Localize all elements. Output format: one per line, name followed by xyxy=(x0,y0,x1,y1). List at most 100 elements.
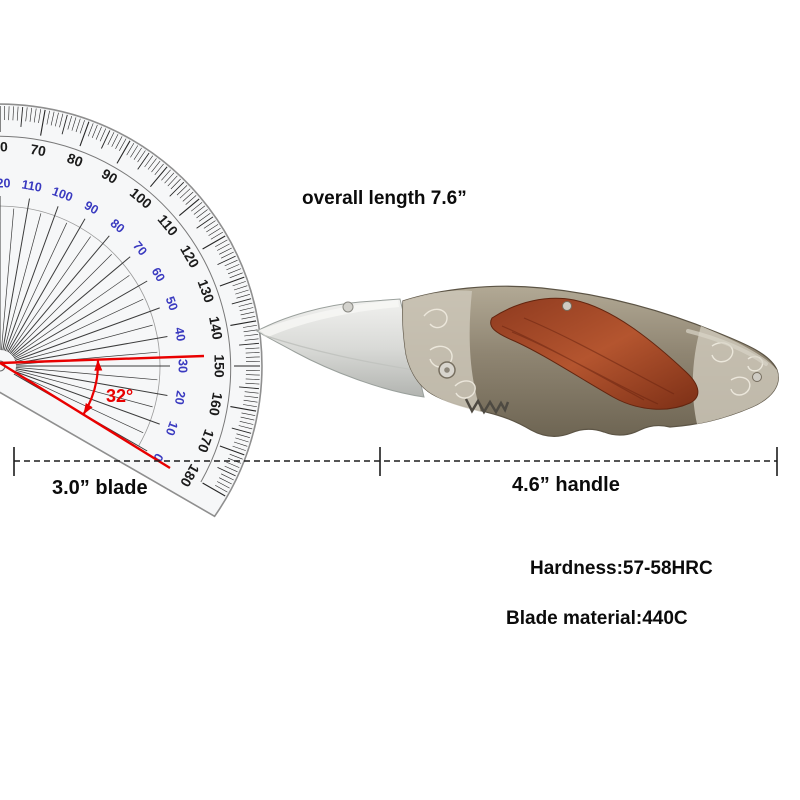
protractor-tick xyxy=(25,107,28,122)
protractor-spoke xyxy=(15,336,168,364)
protractor-tick xyxy=(176,185,188,196)
protractor-tick xyxy=(79,120,85,134)
protractor-tick xyxy=(46,110,50,125)
protractor-tick xyxy=(29,107,32,122)
protractor-outer-label: 150 xyxy=(211,354,227,378)
protractor-tick xyxy=(245,352,260,354)
protractor-tick xyxy=(91,124,98,139)
protractor-tick xyxy=(215,485,228,493)
protractor-tick xyxy=(33,108,37,123)
protractor-spoke xyxy=(15,367,158,381)
protractor-spoke xyxy=(9,235,110,355)
protractor-tick xyxy=(219,276,245,287)
protractor-tick xyxy=(219,445,245,456)
protractor-tick xyxy=(217,243,230,251)
protractor-tick xyxy=(217,255,236,266)
protractor-tick xyxy=(67,116,72,130)
blade-length-label: 3.0” blade xyxy=(52,477,148,499)
dimension-lines xyxy=(13,447,778,476)
protractor-outer-label: 60 xyxy=(0,139,8,155)
protractor-outer-label: 170 xyxy=(195,427,218,455)
protractor-tick xyxy=(235,289,249,295)
protractor-tick xyxy=(133,147,142,160)
protractor-ring xyxy=(0,135,232,483)
handle-screw-top-icon xyxy=(562,301,572,311)
protractor-tick xyxy=(79,121,90,147)
protractor-tick xyxy=(231,298,252,305)
protractor-tick xyxy=(219,247,232,255)
protractor-tick xyxy=(202,235,226,250)
protractor-tick xyxy=(111,134,119,147)
angle-value-label: 32° xyxy=(106,386,134,406)
angle-baseline xyxy=(0,354,205,365)
protractor-tick xyxy=(178,198,200,217)
angle-annotation xyxy=(0,354,205,470)
protractor-tick xyxy=(240,311,255,316)
protractor-tick xyxy=(50,111,55,126)
wood-grain xyxy=(501,317,675,405)
protractor-tick xyxy=(61,114,68,135)
protractor-tick xyxy=(75,118,81,133)
protractor-tick xyxy=(202,482,226,497)
protractor-spoke xyxy=(2,198,30,351)
protractor-tick xyxy=(226,264,240,271)
protractor: 0102030405060708090100110120130140150160… xyxy=(0,103,263,518)
protractor-spoke xyxy=(11,254,112,355)
protractor-spoke xyxy=(13,280,148,359)
flipper-jimping xyxy=(464,398,510,415)
protractor-outer-label: 130 xyxy=(195,277,218,305)
protractor-tick xyxy=(167,175,178,187)
protractor-outer-label: 70 xyxy=(29,141,47,159)
protractor-tick xyxy=(232,445,246,451)
thumb-stud-icon xyxy=(342,301,354,313)
protractor-tick xyxy=(233,285,248,291)
protractor-tick xyxy=(217,481,230,489)
protractor-tick xyxy=(149,166,168,188)
protractor-tick xyxy=(215,239,228,247)
protractor-tick xyxy=(137,152,150,170)
protractor-spoke xyxy=(12,275,130,358)
protractor-tick xyxy=(245,356,260,358)
protractor-tick xyxy=(100,130,111,149)
handle-top-highlight xyxy=(686,329,768,366)
protractor-tick xyxy=(239,386,260,390)
protractor-spoke xyxy=(15,324,153,363)
protractor-tick xyxy=(144,155,154,168)
pivot-screw-center xyxy=(444,367,450,373)
protractor-tick xyxy=(55,112,59,127)
protractor-tick xyxy=(243,399,258,403)
protractor-outer-label: 90 xyxy=(99,165,121,187)
protractor-tick xyxy=(130,145,139,158)
angle-edge-line xyxy=(0,361,171,470)
protractor-spoke xyxy=(6,222,68,352)
protractor-inner-label: 50 xyxy=(163,295,181,313)
blade-spine-highlight xyxy=(259,300,399,337)
protractor-tick xyxy=(59,113,64,128)
protractor-tick xyxy=(224,465,238,473)
protractor-tick xyxy=(244,391,259,394)
protractor-tick xyxy=(169,181,185,197)
protractor-tick xyxy=(226,461,240,468)
protractor-spoke xyxy=(14,307,160,361)
protractor-inner-label: 90 xyxy=(82,198,101,217)
protractor-outer-label: 80 xyxy=(65,150,85,170)
protractor-inner-label: 110 xyxy=(21,177,43,194)
hardness-label: Hardness:57-58HRC xyxy=(530,558,713,579)
protractor-tick xyxy=(235,437,249,443)
protractor-tick xyxy=(229,453,243,460)
protractor-inner-label: 100 xyxy=(50,184,74,204)
protractor-tick xyxy=(233,441,248,447)
knife xyxy=(256,285,779,437)
protractor-tick xyxy=(164,172,175,184)
protractor-tick xyxy=(241,412,256,416)
protractor-tick xyxy=(40,109,46,136)
protractor-tick xyxy=(203,220,216,229)
protractor-tick xyxy=(170,178,181,190)
protractor-tick xyxy=(196,216,214,229)
protractor-tick xyxy=(151,160,161,173)
protractor-inner-label: 20 xyxy=(172,390,188,406)
angle-arc-arrowhead-bottom xyxy=(83,403,93,415)
protractor-tick xyxy=(242,325,257,328)
protractor-tick xyxy=(230,320,257,326)
protractor-spoke xyxy=(14,372,144,434)
